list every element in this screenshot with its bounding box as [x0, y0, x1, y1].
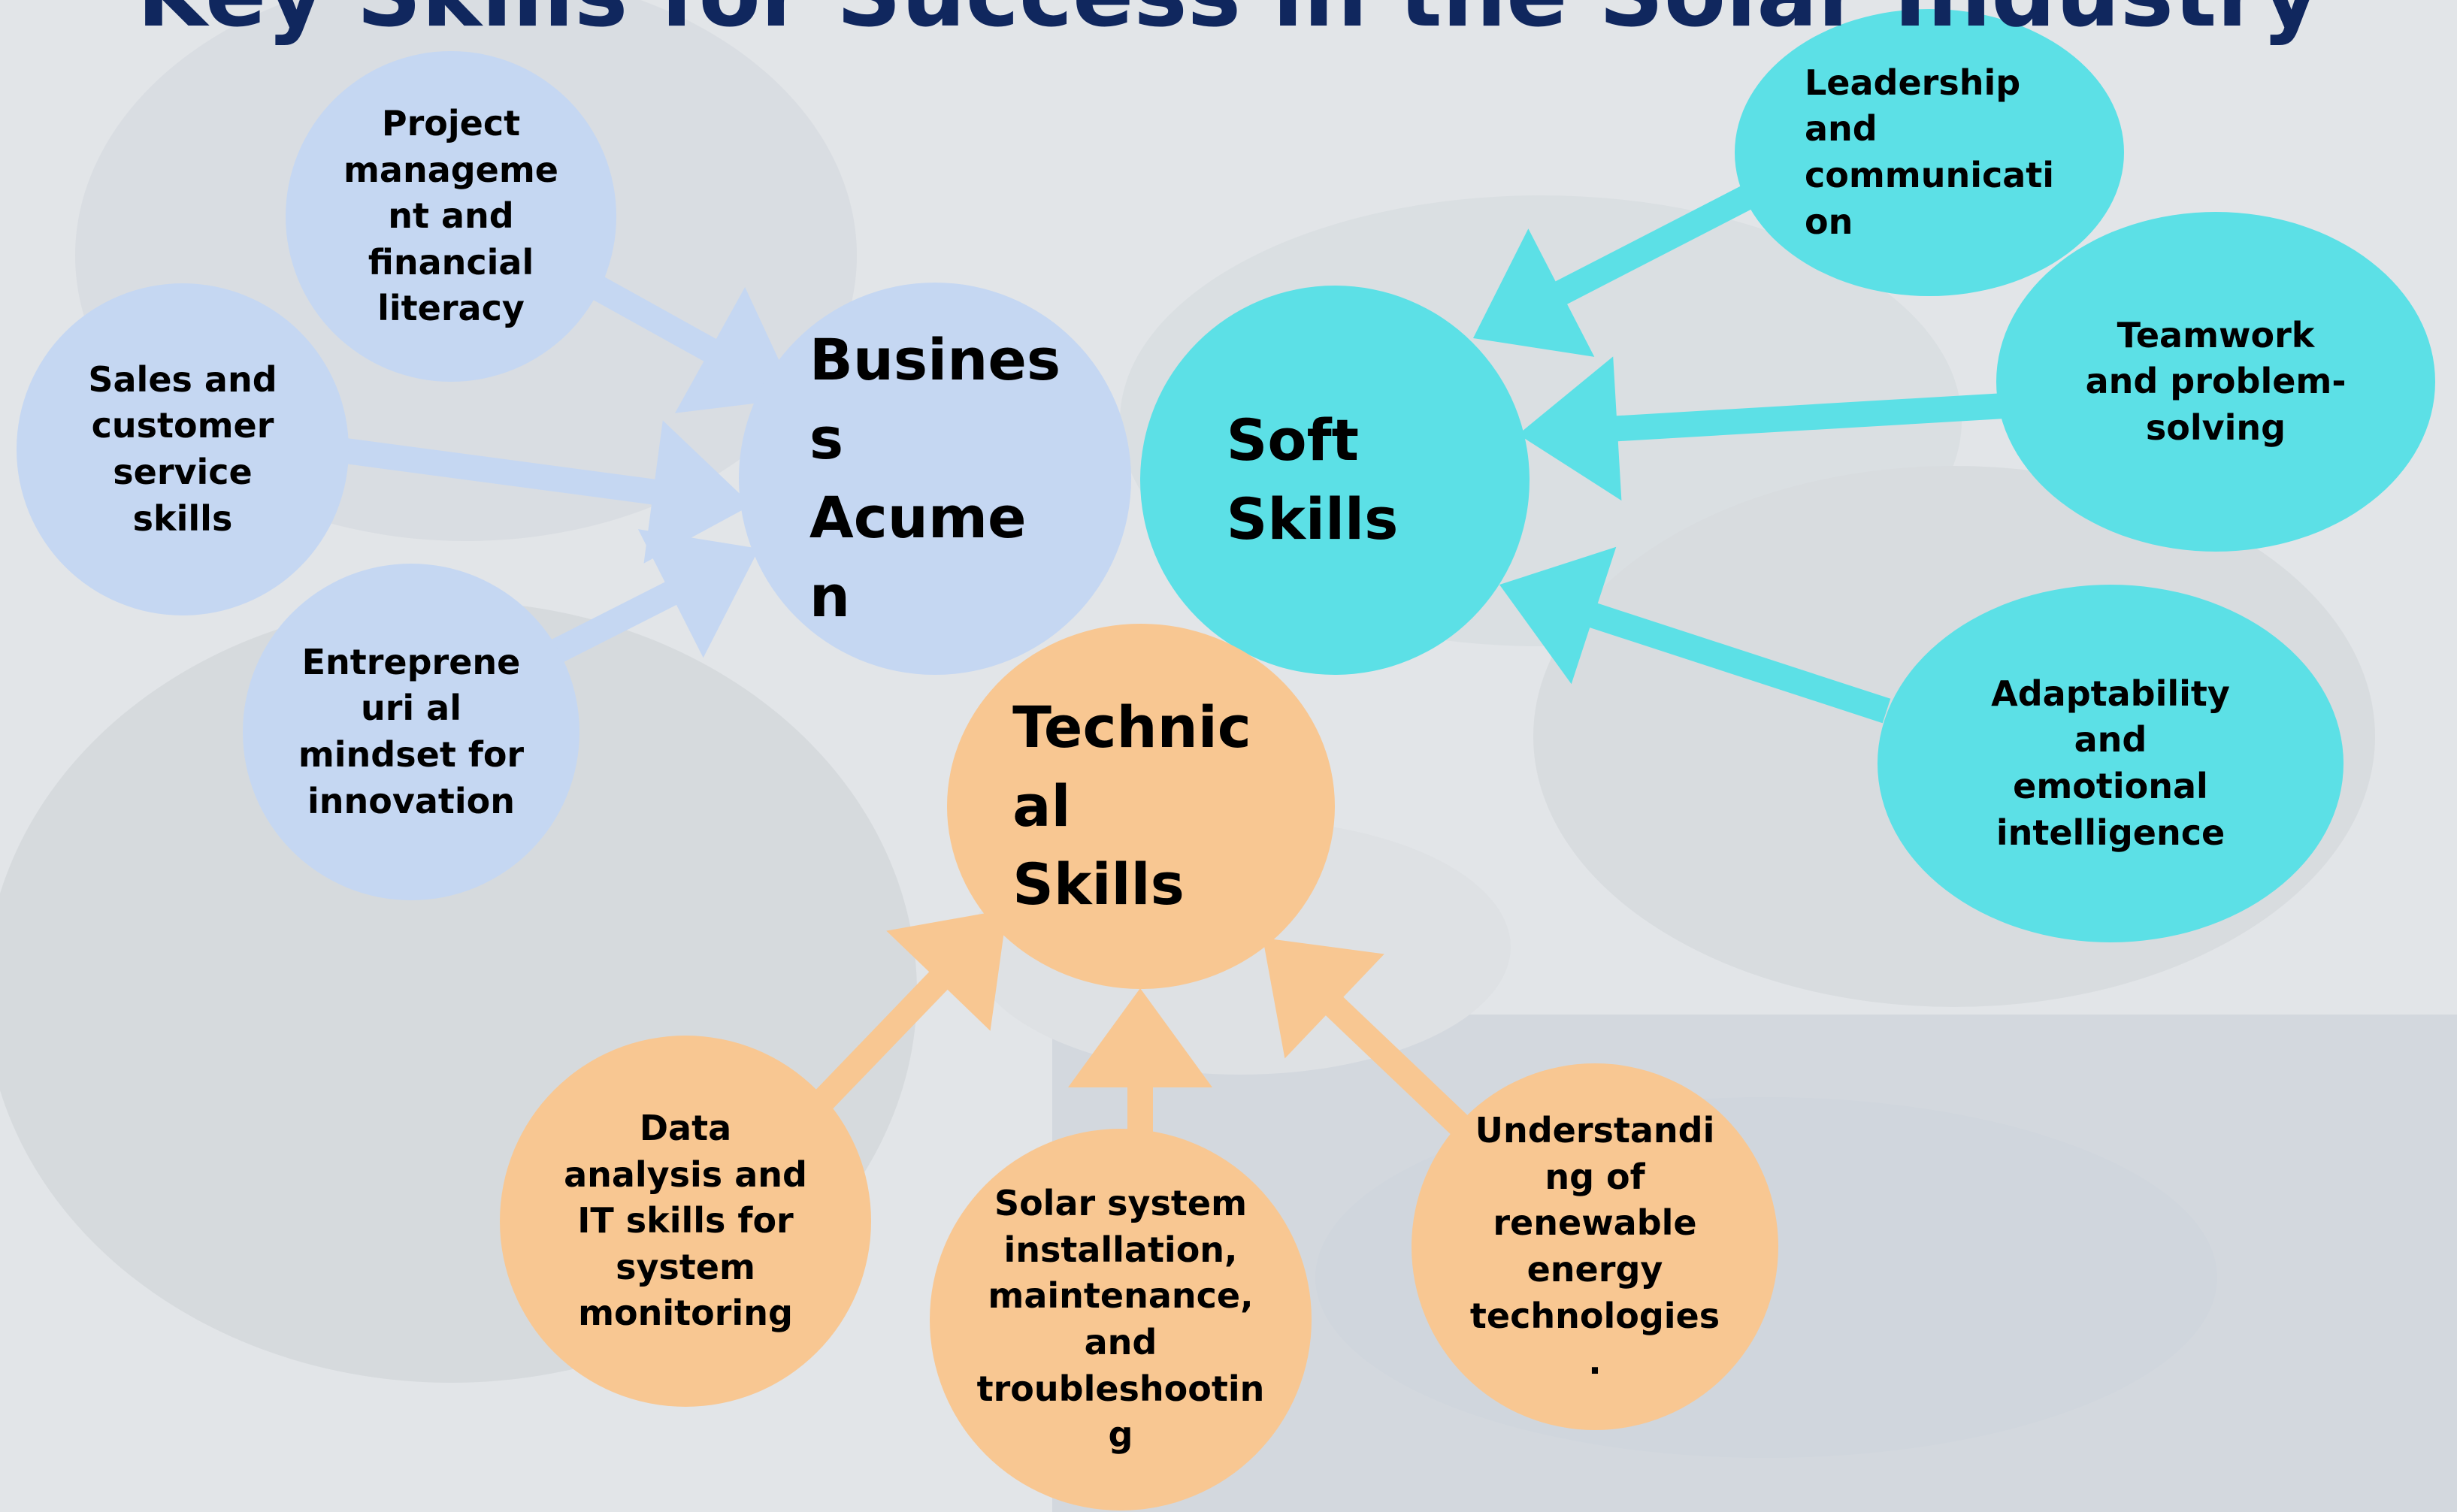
- skill-sales-customer-service: Sales and customer service skills: [17, 283, 349, 615]
- arrow-teamwork-to-soft: [1518, 356, 2006, 501]
- skill-teamwork-problem-solving: Teamwork and problem- solving: [1996, 212, 2435, 552]
- soft-skills-label: Soft Skills: [1226, 407, 1399, 552]
- arrow-solar-to-technical: [1068, 988, 1212, 1133]
- arrow-project-to-business: [587, 274, 797, 413]
- arrow-adaptability-to-soft: [1499, 546, 1891, 724]
- arrow-entrepreneurial-to-business: [543, 529, 759, 667]
- skill-solar-installation: Solar system installation, maintenance, …: [930, 1129, 1312, 1510]
- diagram-title: Key Skills for Success in the Solar Indu…: [0, 0, 2457, 41]
- arrow-sales-to-business: [343, 420, 752, 564]
- arrow-renewable-to-technical: [1263, 938, 1475, 1141]
- skill-project-management: Project manageme nt and financial litera…: [286, 51, 616, 382]
- skill-data-analysis-it: Data analysis and IT skills for system m…: [500, 1036, 871, 1407]
- business-acumen-hub: Busines s Acume n: [739, 283, 1131, 675]
- arrow-leadership-to-soft: [1473, 185, 1753, 357]
- skill-adaptability-emotional-intelligence: Adaptability and emotional intelligence: [1878, 585, 2344, 942]
- arrow-data-to-technical: [806, 909, 1007, 1117]
- skill-leadership-communication: Leadership and communicati on: [1735, 9, 2124, 296]
- skill-entrepreneurial-mindset: Entreprene uri al mindset for innovation: [243, 564, 579, 900]
- skill-renewable-technologies: Understandi ng of renewable energy techn…: [1412, 1063, 1778, 1430]
- technical-skills-hub: Technic al Skills: [947, 624, 1335, 989]
- soft-skills-hub: Soft Skills: [1140, 286, 1530, 675]
- business-acumen-label: Busines s Acume n: [809, 326, 1061, 630]
- technical-skills-label: Technic al Skills: [1012, 693, 1251, 918]
